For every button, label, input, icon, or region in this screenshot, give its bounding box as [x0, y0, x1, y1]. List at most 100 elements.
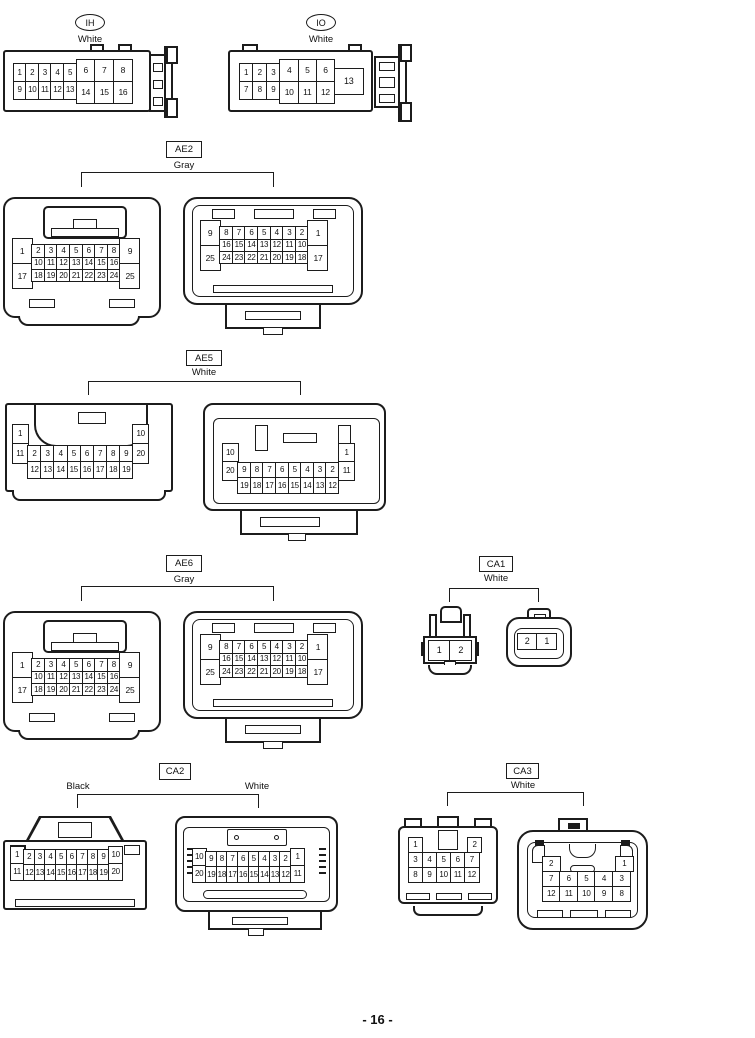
ca2-right-latch: [227, 829, 287, 846]
pin-20: 20: [132, 443, 150, 465]
pin-10: 10: [576, 885, 596, 903]
pin-1: 1: [614, 855, 634, 873]
pin-9: 9: [119, 651, 141, 679]
io-bracket-slot: [379, 77, 395, 88]
pin-gap: [559, 856, 616, 873]
pin-8: 8: [112, 59, 133, 82]
ca3-left-skirt: [413, 906, 483, 916]
pin-10: 10: [279, 80, 299, 104]
pin-row: 13: [333, 67, 364, 95]
ca2-right-latch-pin: [234, 835, 239, 840]
ae2-left-latch-band: [51, 228, 119, 237]
connector-color-io: White: [308, 34, 334, 45]
pin-10: 10: [132, 423, 150, 445]
ca3-right-center-cavity: [569, 844, 596, 858]
pin-17: 17: [307, 658, 329, 686]
pin-20: 20: [221, 461, 239, 482]
ae6-bracket: [81, 586, 274, 601]
pin-22: 22: [244, 664, 259, 679]
ae6-left-latch: [43, 620, 127, 653]
pin-1: 1: [11, 423, 29, 445]
pin-7: 7: [541, 870, 561, 888]
connector-color-ae2: Gray: [173, 160, 195, 171]
pin-16: 16: [112, 80, 133, 104]
connector-label-ca3: CA3: [506, 763, 539, 779]
pin-12: 12: [541, 885, 561, 903]
connector-label-ih: IH: [75, 14, 105, 31]
connector-label-ca1: CA1: [479, 556, 513, 572]
ih-mount-hook: [166, 98, 178, 118]
ae5-left-latch-tab: [78, 412, 106, 424]
pin-25: 25: [119, 262, 141, 290]
pin-18: 18: [31, 268, 46, 283]
ae5-right-foot-tab: [288, 533, 306, 541]
pin-10: 10: [221, 442, 239, 463]
pin-17: 17: [11, 676, 33, 704]
connector-color-ca1: White: [483, 573, 509, 584]
pin-9: 9: [199, 219, 221, 247]
pin-9: 9: [421, 866, 438, 884]
pin-19: 19: [118, 461, 134, 480]
connector-color-ca2-right: White: [244, 781, 270, 792]
pin-11: 11: [290, 864, 306, 884]
pin-17: 17: [11, 262, 33, 290]
ae6-left-skirt: [18, 730, 140, 740]
connector-color-ae6: Gray: [173, 574, 195, 585]
pin-23: 23: [94, 268, 109, 283]
ca2-bracket: [77, 794, 259, 808]
ca1-left-skirt: [428, 665, 472, 675]
pin-21: 21: [69, 268, 84, 283]
pin-12: 12: [315, 80, 336, 104]
ih-bracket-slot: [153, 97, 163, 106]
pin-7: 7: [94, 59, 115, 82]
pin-6: 6: [75, 59, 96, 82]
pin-section: 13: [333, 67, 364, 95]
pin-6: 6: [315, 59, 336, 82]
pin-4: 4: [279, 59, 299, 82]
pin-1: 1: [338, 442, 356, 463]
ae5-bracket: [88, 381, 301, 395]
pin-15: 15: [247, 866, 260, 884]
pin-25: 25: [199, 658, 221, 686]
pin-23: 23: [94, 682, 109, 697]
pin-10: 10: [108, 845, 124, 865]
pin-19: 19: [205, 866, 218, 884]
ca3-right-hook-cap: [621, 840, 630, 846]
pin-5: 5: [576, 870, 596, 888]
ae6-left-latch-band: [51, 642, 119, 651]
ae2-right-top-slot: [212, 209, 235, 219]
io-side-bracket: [374, 56, 400, 108]
connector-label-ae2: AE2: [166, 141, 202, 158]
ae2-right-foot-tab: [263, 327, 283, 335]
ca2-left-corner-slot: [124, 845, 140, 855]
